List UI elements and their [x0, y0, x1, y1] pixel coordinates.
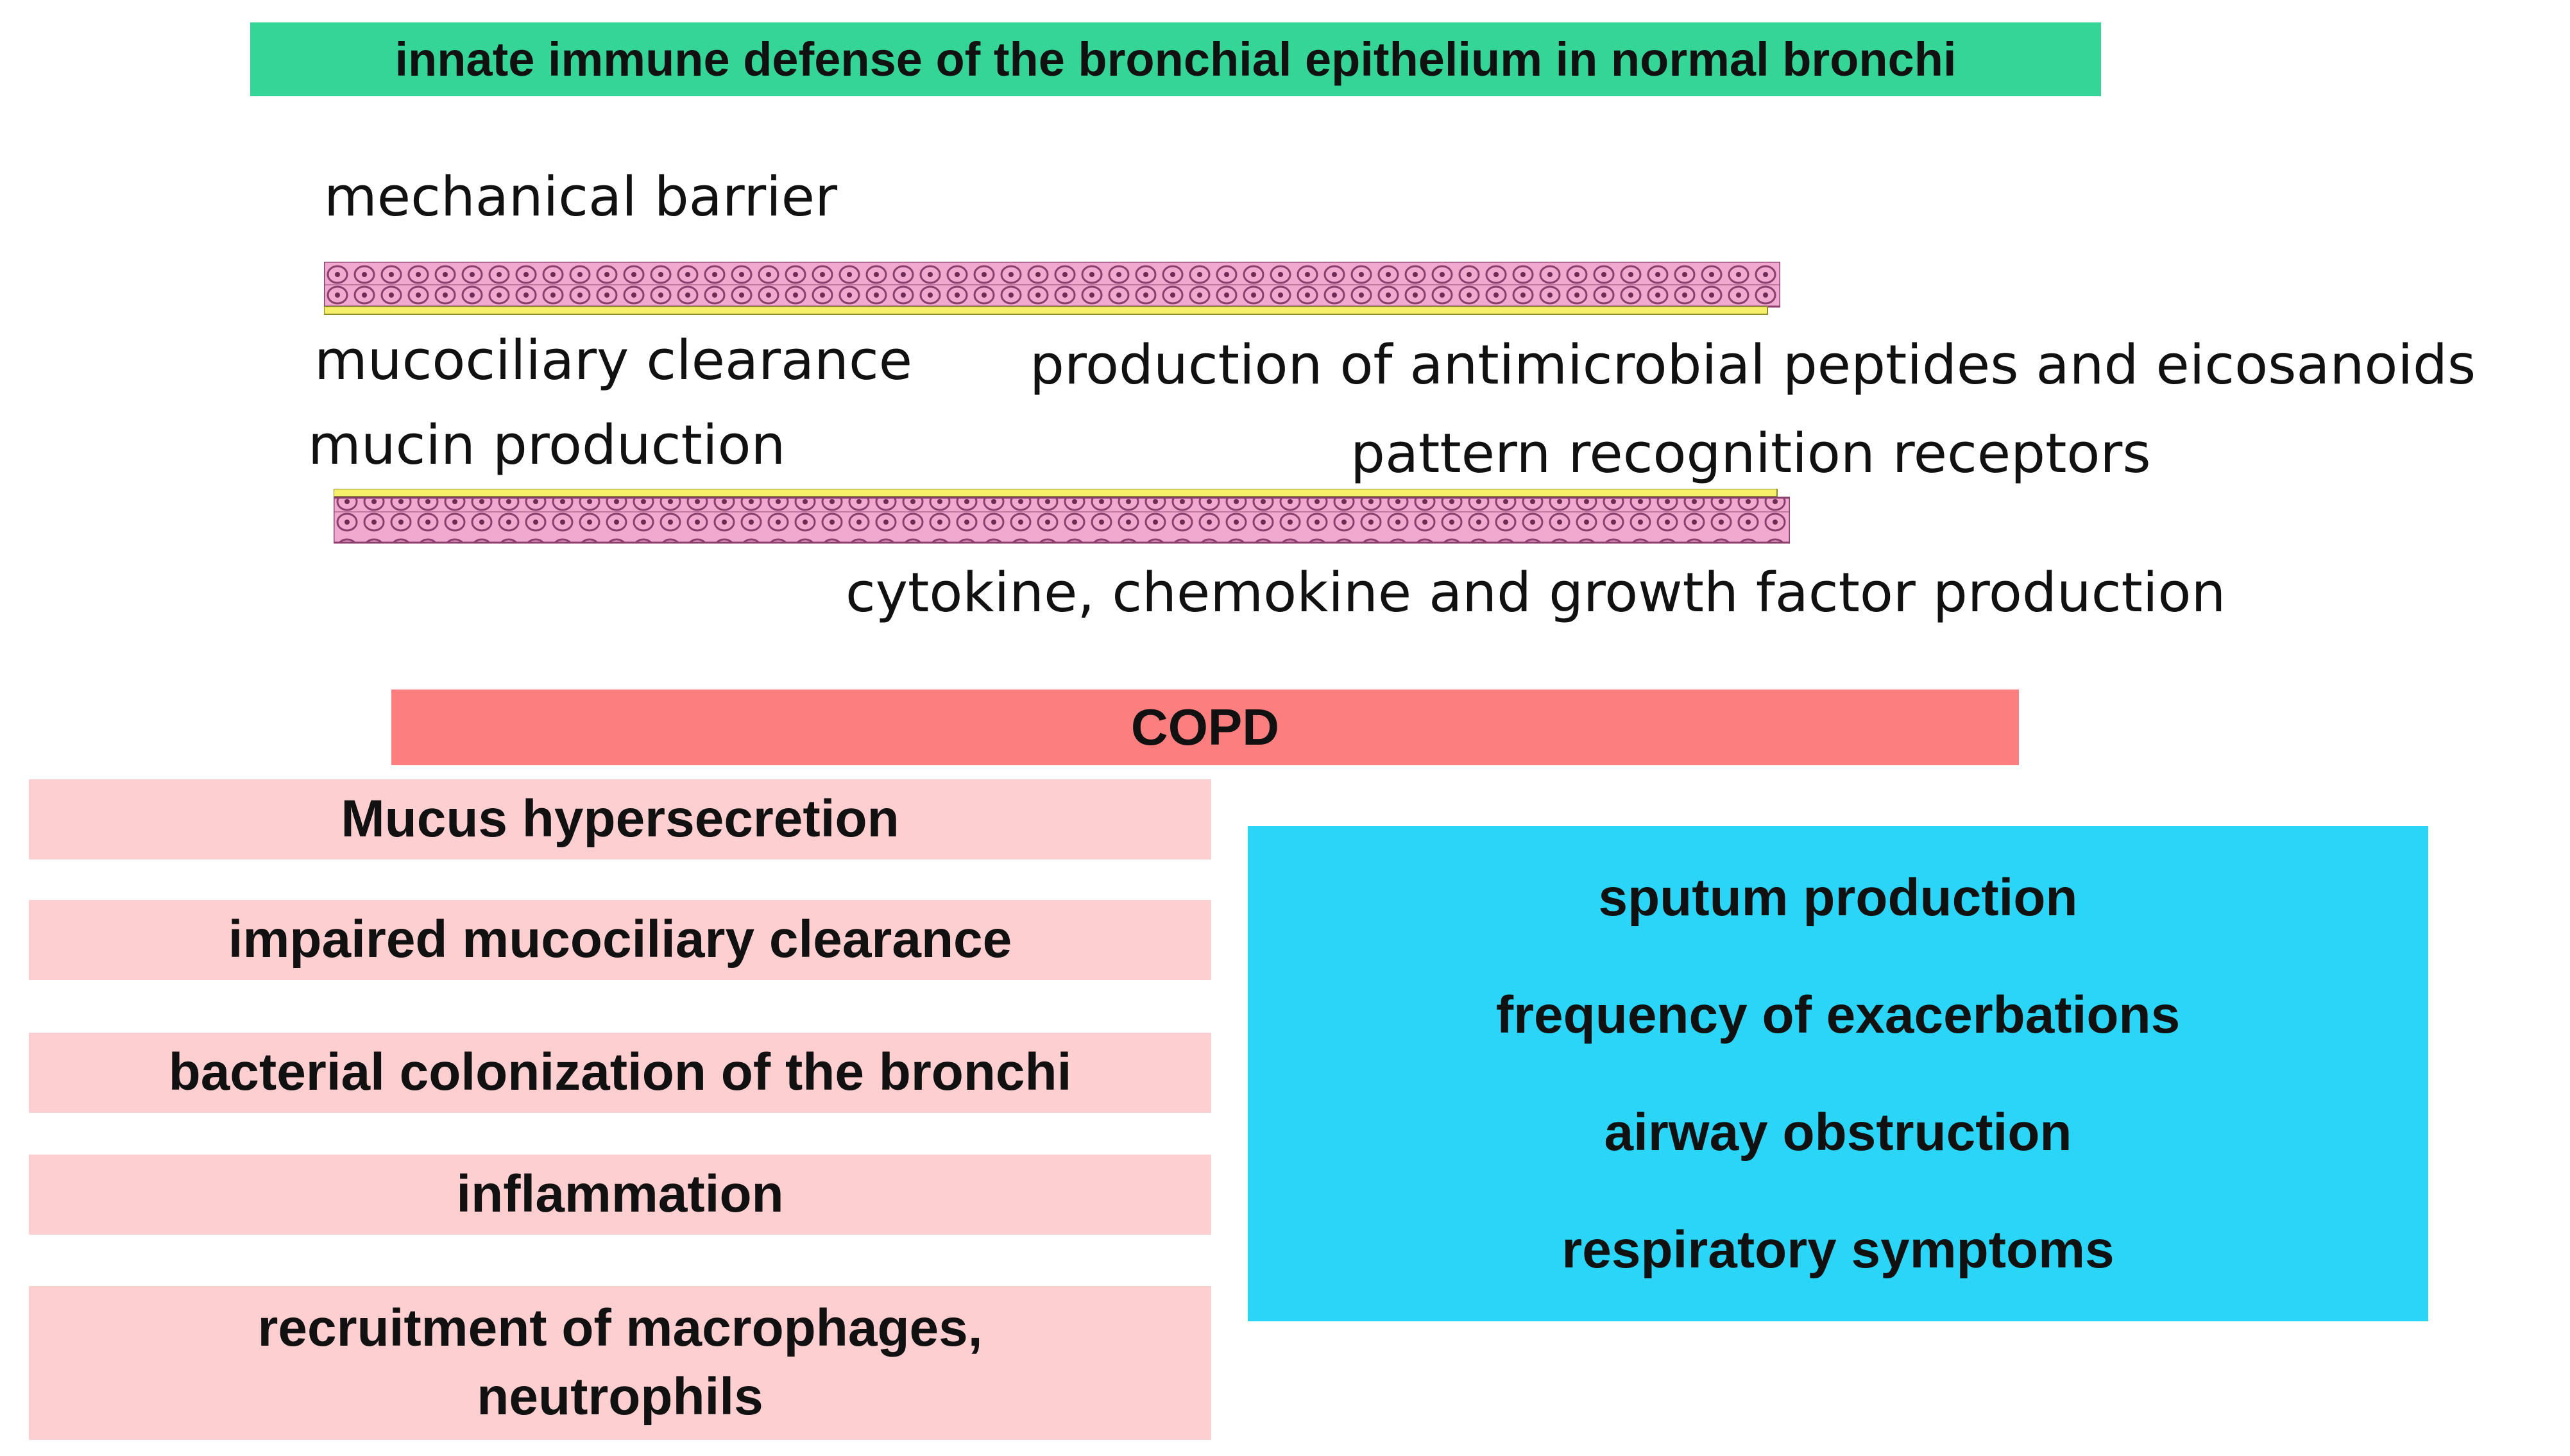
mechanism-text: impaired mucociliary clearance	[228, 910, 1012, 969]
outcome-item: respiratory symptoms	[1562, 1220, 2115, 1279]
epithelium-strip-lower	[334, 489, 1790, 544]
label-mechanical-barrier: mechanical barrier	[324, 165, 838, 229]
mechanism-text: recruitment of macrophages, neutrophils	[257, 1299, 983, 1426]
mechanism-text: bacterial colonization of the bronchi	[168, 1043, 1072, 1102]
label-cytokine: cytokine, chemokine and growth factor pr…	[846, 561, 2226, 625]
label-mucin-production: mucin production	[308, 414, 786, 477]
membrane-upper	[324, 306, 1768, 315]
mechanism-box: Mucus hypersecretion	[29, 779, 1211, 859]
membrane-lower	[334, 489, 1778, 497]
label-mucociliary-clearance: mucociliary clearance	[314, 329, 913, 393]
label-antimicrobial: production of antimicrobial peptides and…	[1030, 334, 2476, 397]
epithelium-strip-upper	[324, 262, 1780, 315]
header-title: innate immune defense of the bronchial e…	[395, 33, 1957, 86]
tissue-upper	[324, 262, 1780, 308]
outcome-item: frequency of exacerbations	[1495, 985, 2181, 1044]
outcomes-panel: sputum production frequency of exacerbat…	[1248, 826, 2428, 1321]
copd-label: COPD	[1130, 698, 1280, 756]
outcome-item: airway obstruction	[1604, 1103, 2072, 1162]
mechanism-box: inflammation	[29, 1155, 1211, 1235]
mechanism-text: Mucus hypersecretion	[341, 790, 899, 849]
tissue-lower	[334, 496, 1790, 544]
mechanism-text: inflammation	[456, 1165, 784, 1224]
copd-bar: COPD	[391, 690, 2019, 765]
mechanism-box: recruitment of macrophages, neutrophils	[29, 1286, 1211, 1440]
mechanism-box: bacterial colonization of the bronchi	[29, 1033, 1211, 1113]
mechanism-box: impaired mucociliary clearance	[29, 900, 1211, 980]
label-pattern-recognition: pattern recognition receptors	[1350, 422, 2151, 486]
outcome-item: sputum production	[1598, 868, 2078, 927]
header-title-bar: innate immune defense of the bronchial e…	[250, 22, 2101, 96]
